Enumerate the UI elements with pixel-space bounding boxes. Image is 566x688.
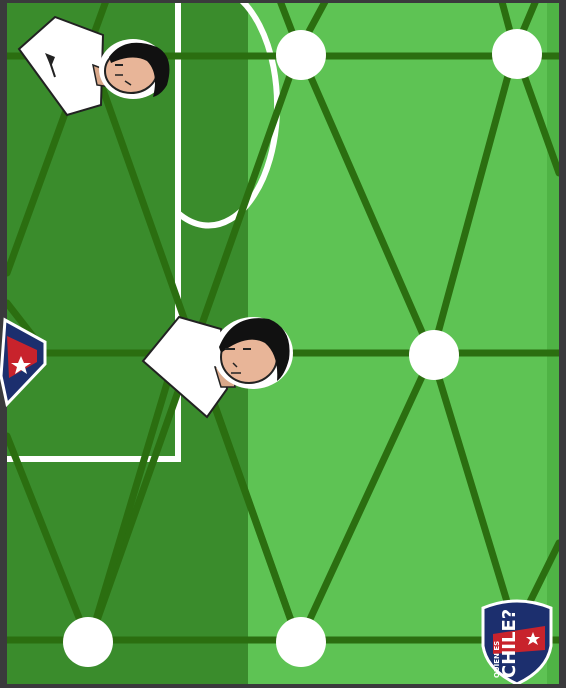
board-node[interactable] [409,330,459,380]
chile-team-crest-icon: QUIEN ES CHILE? [473,596,559,684]
board-node[interactable] [63,617,113,667]
player-avatar-icon [15,9,175,119]
pitch-edge-stripe [547,3,559,684]
player-avatar-icon [141,309,297,419]
board-node[interactable] [276,30,326,80]
chile-team-crest-icon [0,316,51,408]
board-node[interactable] [492,29,542,79]
team-badge[interactable] [0,316,51,408]
player-piece[interactable] [141,309,297,419]
game-board: QUIEN ES CHILE? [7,3,559,684]
team-badge[interactable]: QUIEN ES CHILE? [473,596,559,684]
board-node[interactable] [276,617,326,667]
badge-main-text: CHILE? [499,609,520,678]
player-piece[interactable] [15,9,175,119]
